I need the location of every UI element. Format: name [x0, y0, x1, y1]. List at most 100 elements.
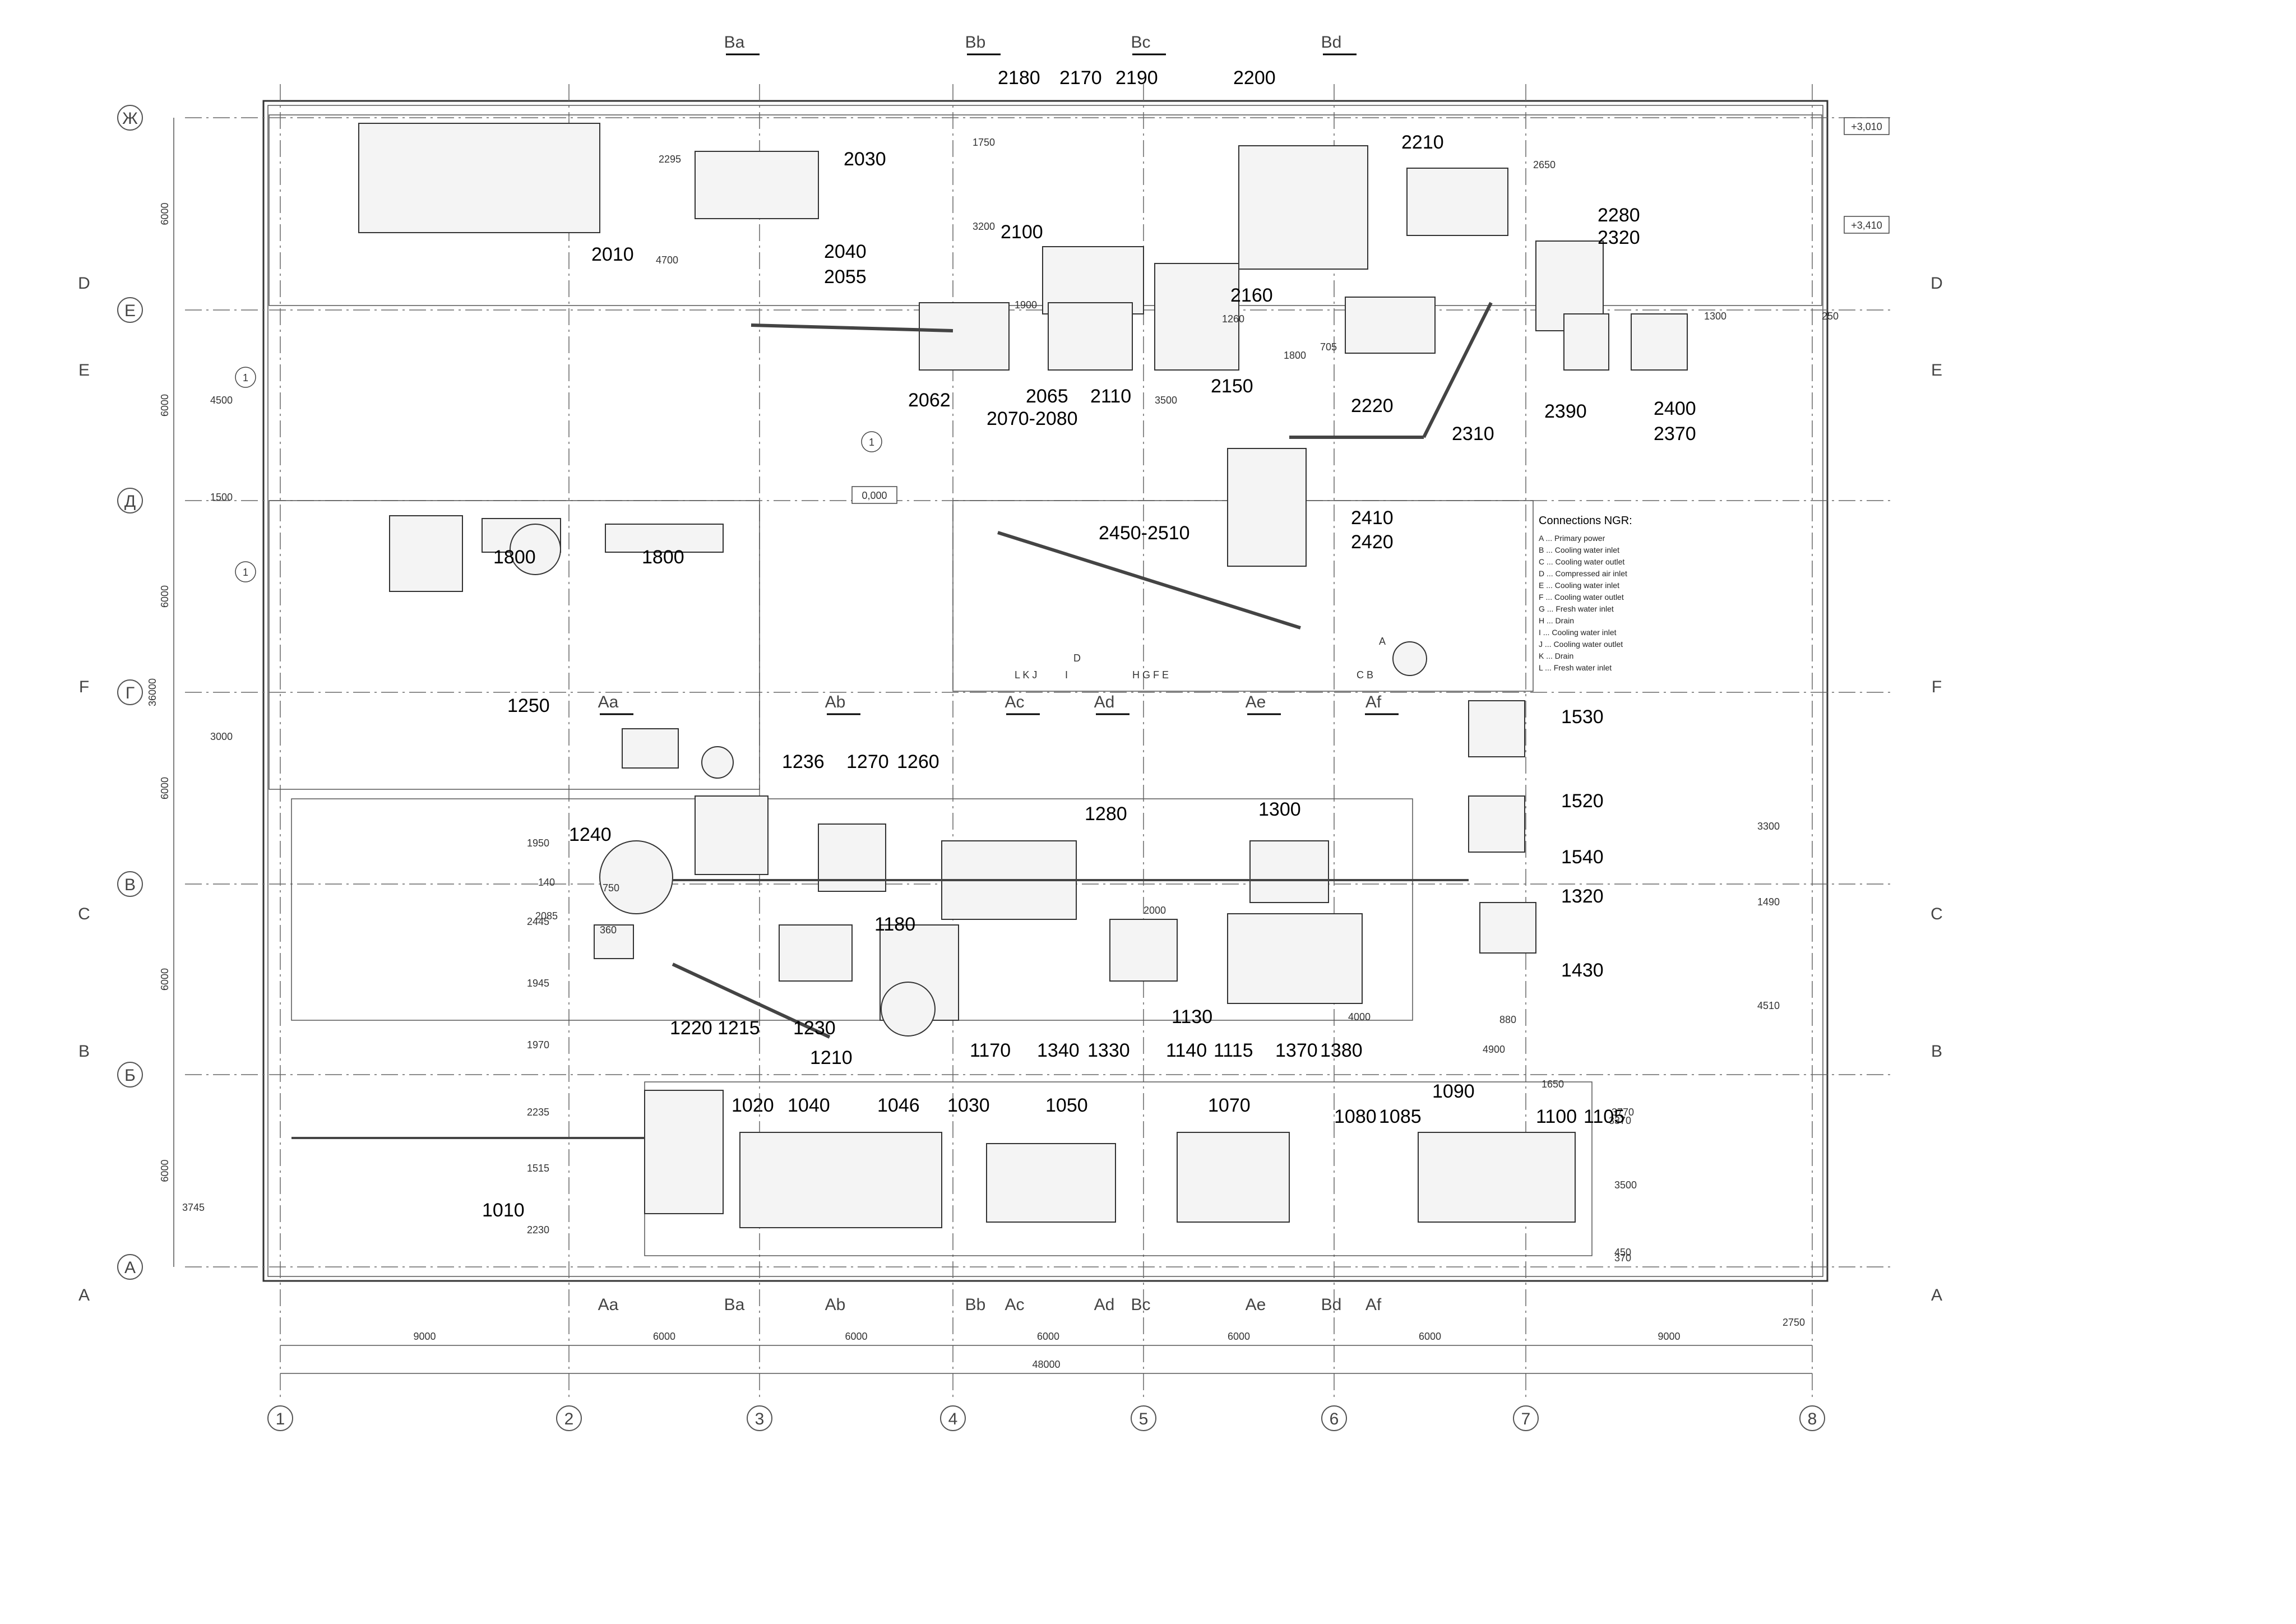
dim-text: 450 — [1614, 1247, 1631, 1258]
connection-tag: C B — [1357, 669, 1373, 681]
dim-text: 6000 — [159, 202, 170, 225]
section-mark-bottom: Aa — [598, 1296, 619, 1314]
dim-text: 2650 — [1533, 159, 1556, 170]
section-mark-bottom: Ba — [724, 1296, 745, 1314]
equipment-label-1170: 1170 — [970, 1040, 1011, 1061]
equipment-label-2055: 2055 — [824, 266, 867, 288]
equipment-label-1115: 1115 — [1214, 1040, 1253, 1061]
rotary-machine — [599, 840, 673, 914]
dim-text: 3500 — [1155, 395, 1177, 406]
equipment-label-2100: 2100 — [1001, 221, 1043, 243]
equipment-label-1040: 1040 — [788, 1095, 830, 1116]
dim-text: 6000 — [159, 968, 170, 991]
dim-text: 2235 — [527, 1107, 549, 1118]
equipment-block — [1563, 313, 1609, 371]
grid-row-label: Е — [124, 302, 136, 320]
equipment-block — [1345, 297, 1436, 354]
level-box — [851, 486, 897, 504]
grid-col-label: 1 — [276, 1410, 285, 1428]
equipment-block — [1177, 1132, 1290, 1223]
equipment-label-2400: 2400 — [1654, 398, 1696, 419]
equipment-block — [919, 302, 1010, 371]
equipment-block — [1154, 263, 1239, 371]
equipment-label-2310: 2310 — [1452, 423, 1494, 445]
equipment-block — [1227, 448, 1307, 567]
level-mark: +3,410 — [1851, 220, 1882, 231]
equipment-label-1300: 1300 — [1258, 799, 1301, 820]
equipment-label-2110: 2110 — [1090, 386, 1131, 407]
conveyor-2450 — [997, 531, 1301, 630]
equipment-block — [1479, 902, 1536, 954]
equipment-block — [605, 524, 724, 553]
equipment-block — [1468, 795, 1525, 853]
dim-text: 4500 — [210, 395, 233, 406]
grid-col-label: 6 — [1330, 1410, 1339, 1428]
equipment-label-1236: 1236 — [782, 751, 825, 772]
dim-text: 1260 — [1222, 313, 1244, 325]
grid-col-label: 3 — [755, 1410, 765, 1428]
dim-text: 4510 — [1757, 1000, 1780, 1011]
dim-text: 1300 — [1704, 311, 1726, 322]
equipment-label-2390: 2390 — [1544, 401, 1587, 422]
grid-col-bubble — [1131, 1405, 1156, 1431]
dim-text: 3200 — [973, 221, 995, 232]
equipment-label-1250: 1250 — [507, 695, 550, 716]
grid-row-label-right: B — [1931, 1042, 1942, 1061]
section-mark: Bc — [1131, 33, 1150, 52]
dim-text: 705 — [1320, 341, 1337, 353]
dim-text: 3300 — [1757, 821, 1780, 832]
door-mark: 1 — [243, 567, 248, 578]
section-mark: Ac — [1004, 693, 1024, 711]
equipment-label-1130: 1130 — [1172, 1006, 1212, 1028]
equipment-label-2190: 2190 — [1115, 67, 1158, 89]
connection-tag: H G F E — [1132, 669, 1169, 681]
equipment-label-1320: 1320 — [1561, 886, 1604, 907]
dim-text: 3500 — [1614, 1179, 1637, 1191]
dim-text: 6000 — [1037, 1331, 1059, 1342]
grid-row-label: Д — [124, 492, 136, 511]
tank-1800 — [510, 524, 561, 575]
tank-1250 — [701, 746, 734, 779]
section-mark: Af — [1365, 693, 1382, 711]
grid-col-label: 8 — [1808, 1410, 1817, 1428]
connections-legend-item: B ... Cooling water inlet — [1539, 545, 1619, 554]
equipment-label-2410: 2410 — [1351, 507, 1394, 529]
grid-row-label: Ж — [122, 109, 138, 128]
grid-col-bubble — [1321, 1405, 1347, 1431]
equipment-label-1430: 1430 — [1561, 960, 1604, 981]
conveyor-2055 — [751, 323, 953, 332]
equipment-block — [695, 795, 769, 875]
connections-legend-item: E ... Cooling water inlet — [1539, 581, 1619, 590]
equipment-label-2030: 2030 — [844, 149, 886, 170]
grid-row-label-left: D — [78, 274, 90, 293]
level-box — [1844, 117, 1890, 135]
grid-col-label: 5 — [1139, 1410, 1149, 1428]
dim-text: 360 — [600, 924, 617, 936]
section-mark-bottom: Bd — [1321, 1296, 1342, 1314]
equipment-label-2040: 2040 — [824, 241, 867, 262]
connection-tag: A — [1379, 636, 1386, 647]
connections-legend-item: G ... Fresh water inlet — [1539, 604, 1614, 613]
equipment-block — [1109, 919, 1178, 982]
inner-wall — [267, 105, 1823, 1277]
grid-col-label: 4 — [948, 1410, 958, 1428]
room-middle-left — [269, 500, 760, 790]
dim-text: 2085 — [535, 910, 558, 922]
equipment-label-2160: 2160 — [1230, 285, 1273, 306]
dim-text: 4000 — [1348, 1011, 1371, 1022]
equipment-block — [695, 151, 819, 219]
connection-tag: D — [1073, 653, 1081, 664]
dim-text: 9000 — [413, 1331, 436, 1342]
equipment-label-2370: 2370 — [1654, 423, 1696, 445]
dim-text: 6000 — [845, 1331, 867, 1342]
grid-row-bubble — [117, 1254, 143, 1280]
equipment-label-1380: 1380 — [1320, 1040, 1363, 1061]
equipment-label-1020: 1020 — [732, 1095, 774, 1116]
grid-col-bubble — [267, 1405, 293, 1431]
connections-legend-item: A ... Primary power — [1539, 534, 1605, 543]
equipment-label-1050: 1050 — [1045, 1095, 1088, 1116]
equipment-label-1230: 1230 — [793, 1017, 836, 1039]
grid-col-label: 2 — [564, 1410, 574, 1428]
grid-row-label-right: F — [1932, 678, 1942, 696]
